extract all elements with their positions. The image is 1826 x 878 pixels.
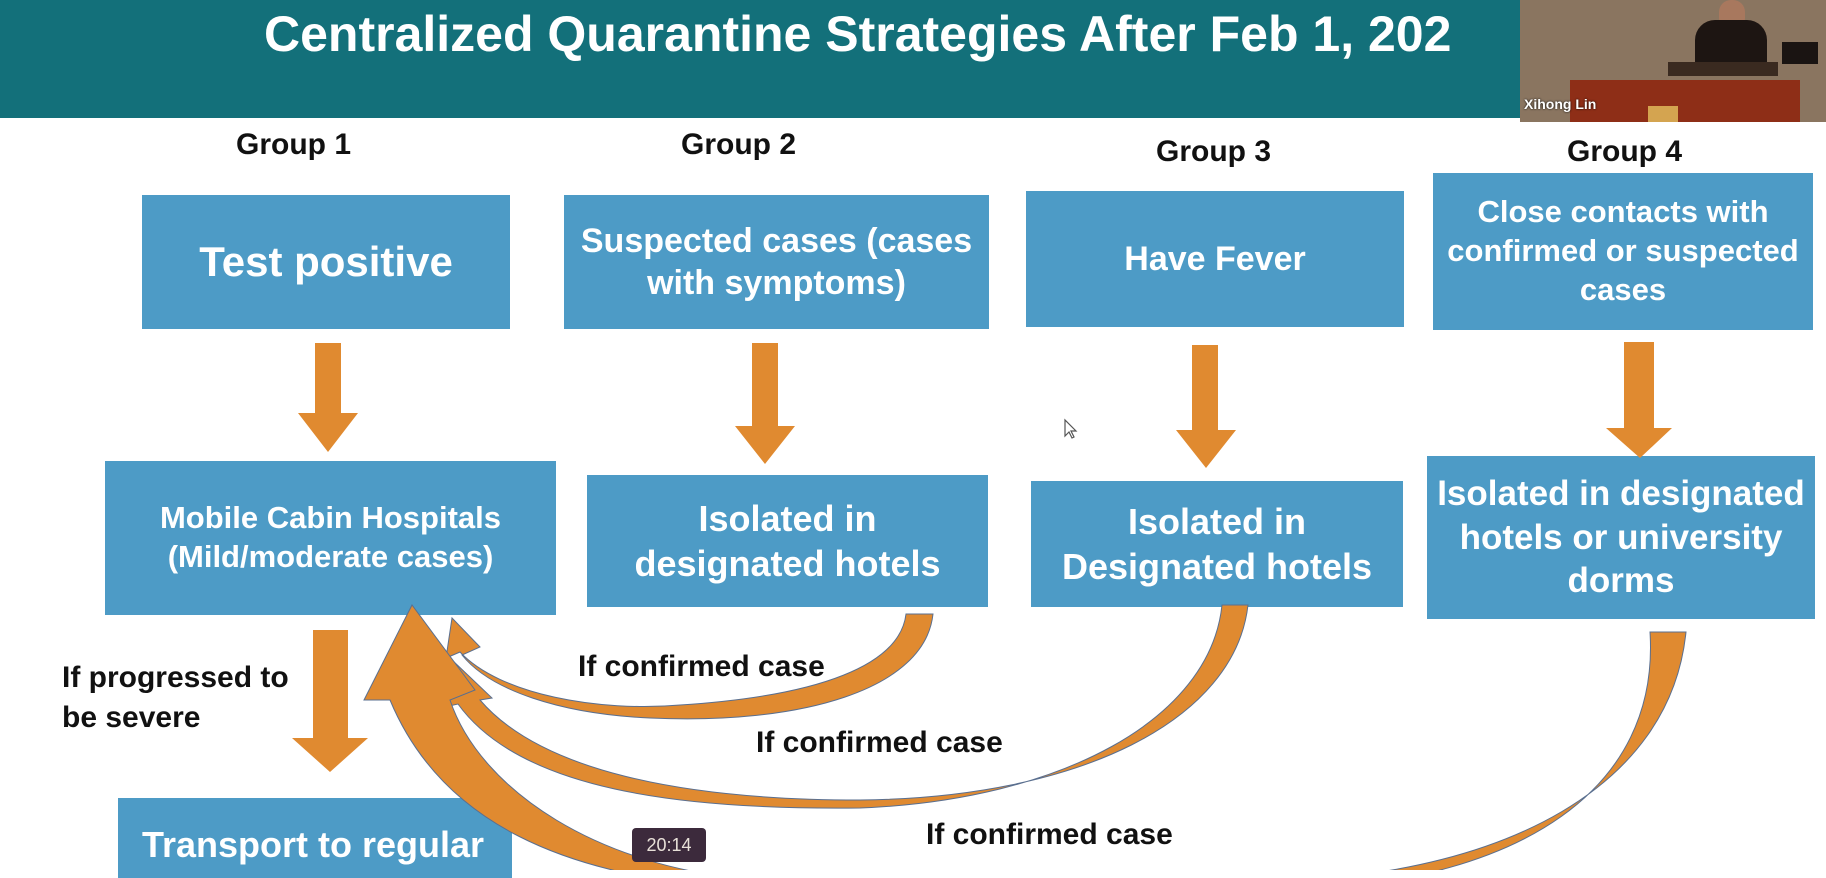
curved-arrow-group-2 bbox=[445, 613, 934, 720]
group-3-placement-text: Isolated in Designated hotels bbox=[1061, 501, 1373, 587]
group-1-placement-text: Mobile Cabin Hospitals (Mild/moderate ca… bbox=[159, 500, 502, 574]
group-1-entry-box: Test positive bbox=[142, 195, 510, 329]
transport-box: Transport to regular bbox=[118, 798, 512, 878]
podium-top bbox=[1668, 62, 1778, 76]
group-3-entry-text: Have Fever bbox=[1124, 239, 1306, 278]
progression-caption: If progressed to be severe bbox=[62, 658, 302, 738]
group-2-placement-box: Isolated in designated hotels bbox=[587, 475, 988, 607]
confirmed-caption-2: If confirmed case bbox=[756, 726, 1003, 759]
down-arrow-group-4 bbox=[1606, 342, 1672, 458]
down-arrow-group-1 bbox=[298, 343, 358, 452]
group-1-label: Group 1 bbox=[236, 128, 352, 161]
group-3-label: Group 3 bbox=[1156, 135, 1272, 168]
podium bbox=[1570, 80, 1800, 122]
down-arrow-severe bbox=[292, 630, 368, 772]
confirmed-caption-1: If confirmed case bbox=[578, 650, 825, 683]
progression-caption-text: If progressed to be severe bbox=[62, 661, 289, 734]
group-4-placement-text: Isolated in designated hotels or univers… bbox=[1437, 473, 1805, 601]
group-4-entry-box: Close contacts with confirmed or suspect… bbox=[1433, 173, 1813, 330]
group-2-placement-text: Isolated in designated hotels bbox=[634, 498, 941, 584]
laptop bbox=[1782, 42, 1818, 64]
group-4-placement-box: Isolated in designated hotels or univers… bbox=[1427, 456, 1815, 619]
confirmed-caption-3: If confirmed case bbox=[926, 818, 1173, 851]
slide-title: Centralized Quarantine Strategies After … bbox=[264, 6, 1452, 62]
podium-crest bbox=[1648, 106, 1678, 122]
group-1-entry-text: Test positive bbox=[199, 237, 453, 285]
group-4-label: Group 4 bbox=[1567, 135, 1683, 168]
mouse-cursor-icon bbox=[1064, 418, 1078, 439]
down-arrow-group-3 bbox=[1176, 345, 1236, 468]
speaker-video-thumbnail[interactable]: Xihong Lin bbox=[1520, 0, 1826, 122]
group-2-entry-text: Suspected cases (cases with symptoms) bbox=[580, 221, 973, 303]
group-2-entry-box: Suspected cases (cases with symptoms) bbox=[564, 195, 989, 329]
transport-text: Transport to regular bbox=[142, 824, 485, 865]
group-1-placement-box: Mobile Cabin Hospitals (Mild/moderate ca… bbox=[105, 461, 556, 615]
group-4-entry-text: Close contacts with confirmed or suspect… bbox=[1447, 194, 1799, 307]
speaker-name-tag: Xihong Lin bbox=[1524, 96, 1597, 112]
down-arrow-group-2 bbox=[735, 343, 795, 464]
video-timestamp: 20:14 bbox=[632, 828, 706, 862]
group-2-label: Group 2 bbox=[681, 128, 797, 161]
group-3-entry-box: Have Fever bbox=[1026, 191, 1404, 327]
speaker-body bbox=[1695, 20, 1767, 66]
curved-arrow-group-4 bbox=[363, 604, 1687, 870]
group-3-placement-box: Isolated in Designated hotels bbox=[1031, 481, 1403, 607]
